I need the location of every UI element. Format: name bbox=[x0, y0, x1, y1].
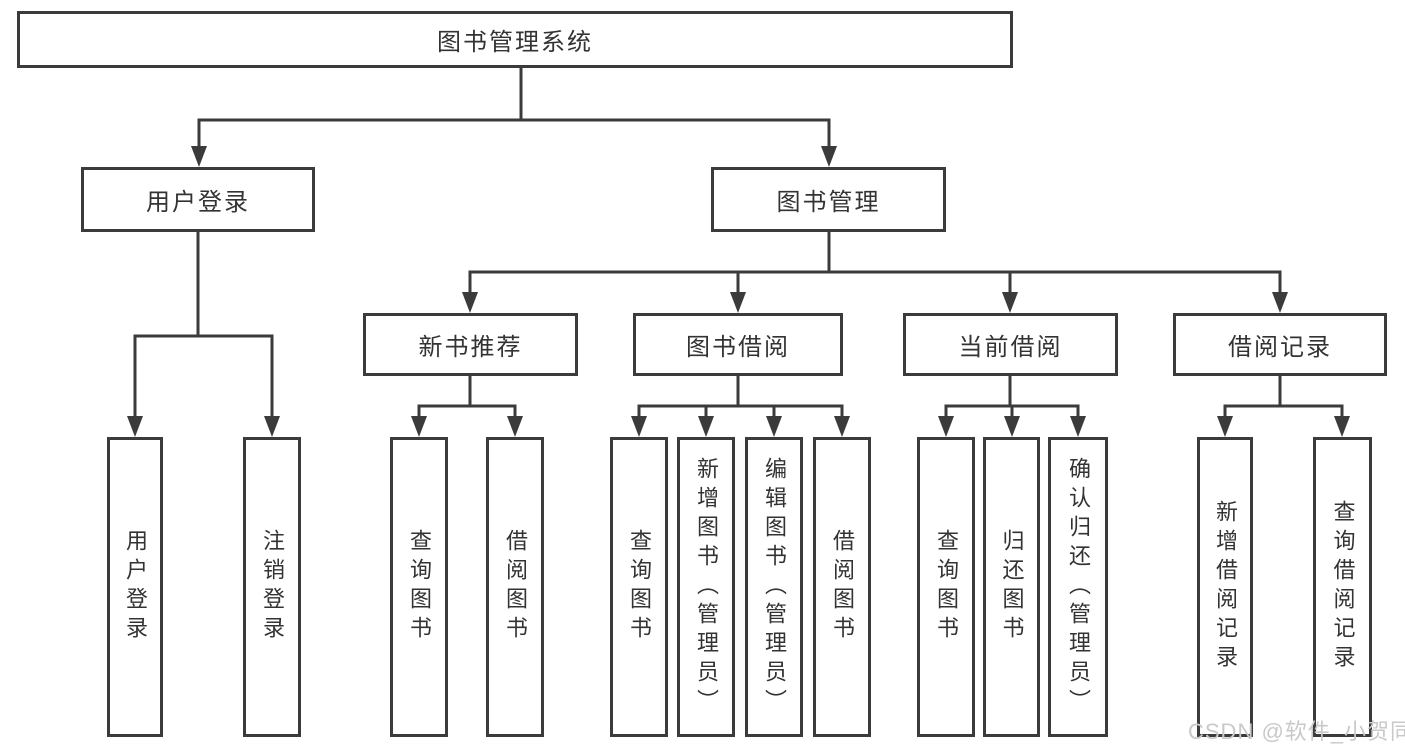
node-borrow-records: 借阅记录 bbox=[1173, 313, 1387, 376]
leaf-query-books-recommend: 查询图书 bbox=[390, 437, 448, 737]
node-book-management: 图书管理 bbox=[711, 167, 946, 232]
root-node-library-system: 图书管理系统 bbox=[17, 11, 1013, 68]
leaf-label: 编辑图书（管理员） bbox=[762, 456, 787, 718]
node-book-borrow: 图书借阅 bbox=[633, 313, 843, 376]
node-book-management-label: 图书管理 bbox=[776, 189, 881, 216]
arrowhead-icons bbox=[127, 146, 1350, 437]
connector-lines bbox=[133, 68, 1344, 418]
node-borrow-records-label: 借阅记录 bbox=[1228, 334, 1332, 361]
leaf-query-borrow-record: 查询借阅记录 bbox=[1313, 437, 1372, 737]
leaf-edit-books-admin: 编辑图书（管理员） bbox=[745, 437, 803, 737]
leaf-label: 注销登录 bbox=[260, 529, 285, 645]
leaf-confirm-return-admin: 确认归还（管理员） bbox=[1048, 437, 1108, 737]
leaf-return-books: 归还图书 bbox=[983, 437, 1040, 737]
leaf-label: 查询借阅记录 bbox=[1330, 500, 1356, 674]
leaf-label: 查询图书 bbox=[407, 529, 432, 645]
node-current-borrow-label: 当前借阅 bbox=[958, 334, 1063, 361]
leaf-label: 归还图书 bbox=[999, 529, 1025, 645]
node-user-login-label: 用户登录 bbox=[146, 189, 250, 216]
leaf-add-books-admin: 新增图书（管理员） bbox=[677, 437, 735, 737]
leaf-add-borrow-record: 新增借阅记录 bbox=[1197, 437, 1253, 737]
leaf-label: 借阅图书 bbox=[830, 529, 855, 645]
leaf-label: 查询图书 bbox=[934, 529, 959, 645]
leaf-label: 新增图书（管理员） bbox=[694, 456, 719, 718]
leaf-logout: 注销登录 bbox=[243, 437, 301, 737]
leaf-label: 查询图书 bbox=[627, 529, 652, 645]
leaf-user-login: 用户登录 bbox=[107, 437, 163, 737]
node-book-borrow-label: 图书借阅 bbox=[686, 334, 790, 361]
leaf-label: 新增借阅记录 bbox=[1213, 500, 1238, 674]
node-current-borrow: 当前借阅 bbox=[903, 313, 1118, 376]
leaf-query-books-current: 查询图书 bbox=[917, 437, 975, 737]
csdn-watermark: CSDN @软件_小贺同学 bbox=[1188, 719, 1405, 744]
leaf-label: 用户登录 bbox=[123, 529, 148, 645]
leaf-label: 确认归还（管理员） bbox=[1066, 456, 1091, 718]
leaf-borrow-books: 借阅图书 bbox=[813, 437, 871, 737]
node-user-login: 用户登录 bbox=[81, 167, 315, 232]
leaf-borrow-books-recommend: 借阅图书 bbox=[486, 437, 544, 737]
leaf-query-books-borrow: 查询图书 bbox=[610, 437, 668, 737]
node-new-book-recommend: 新书推荐 bbox=[363, 313, 578, 376]
root-node-label: 图书管理系统 bbox=[437, 29, 593, 56]
leaf-label: 借阅图书 bbox=[503, 529, 528, 645]
node-new-book-recommend-label: 新书推荐 bbox=[418, 334, 523, 361]
